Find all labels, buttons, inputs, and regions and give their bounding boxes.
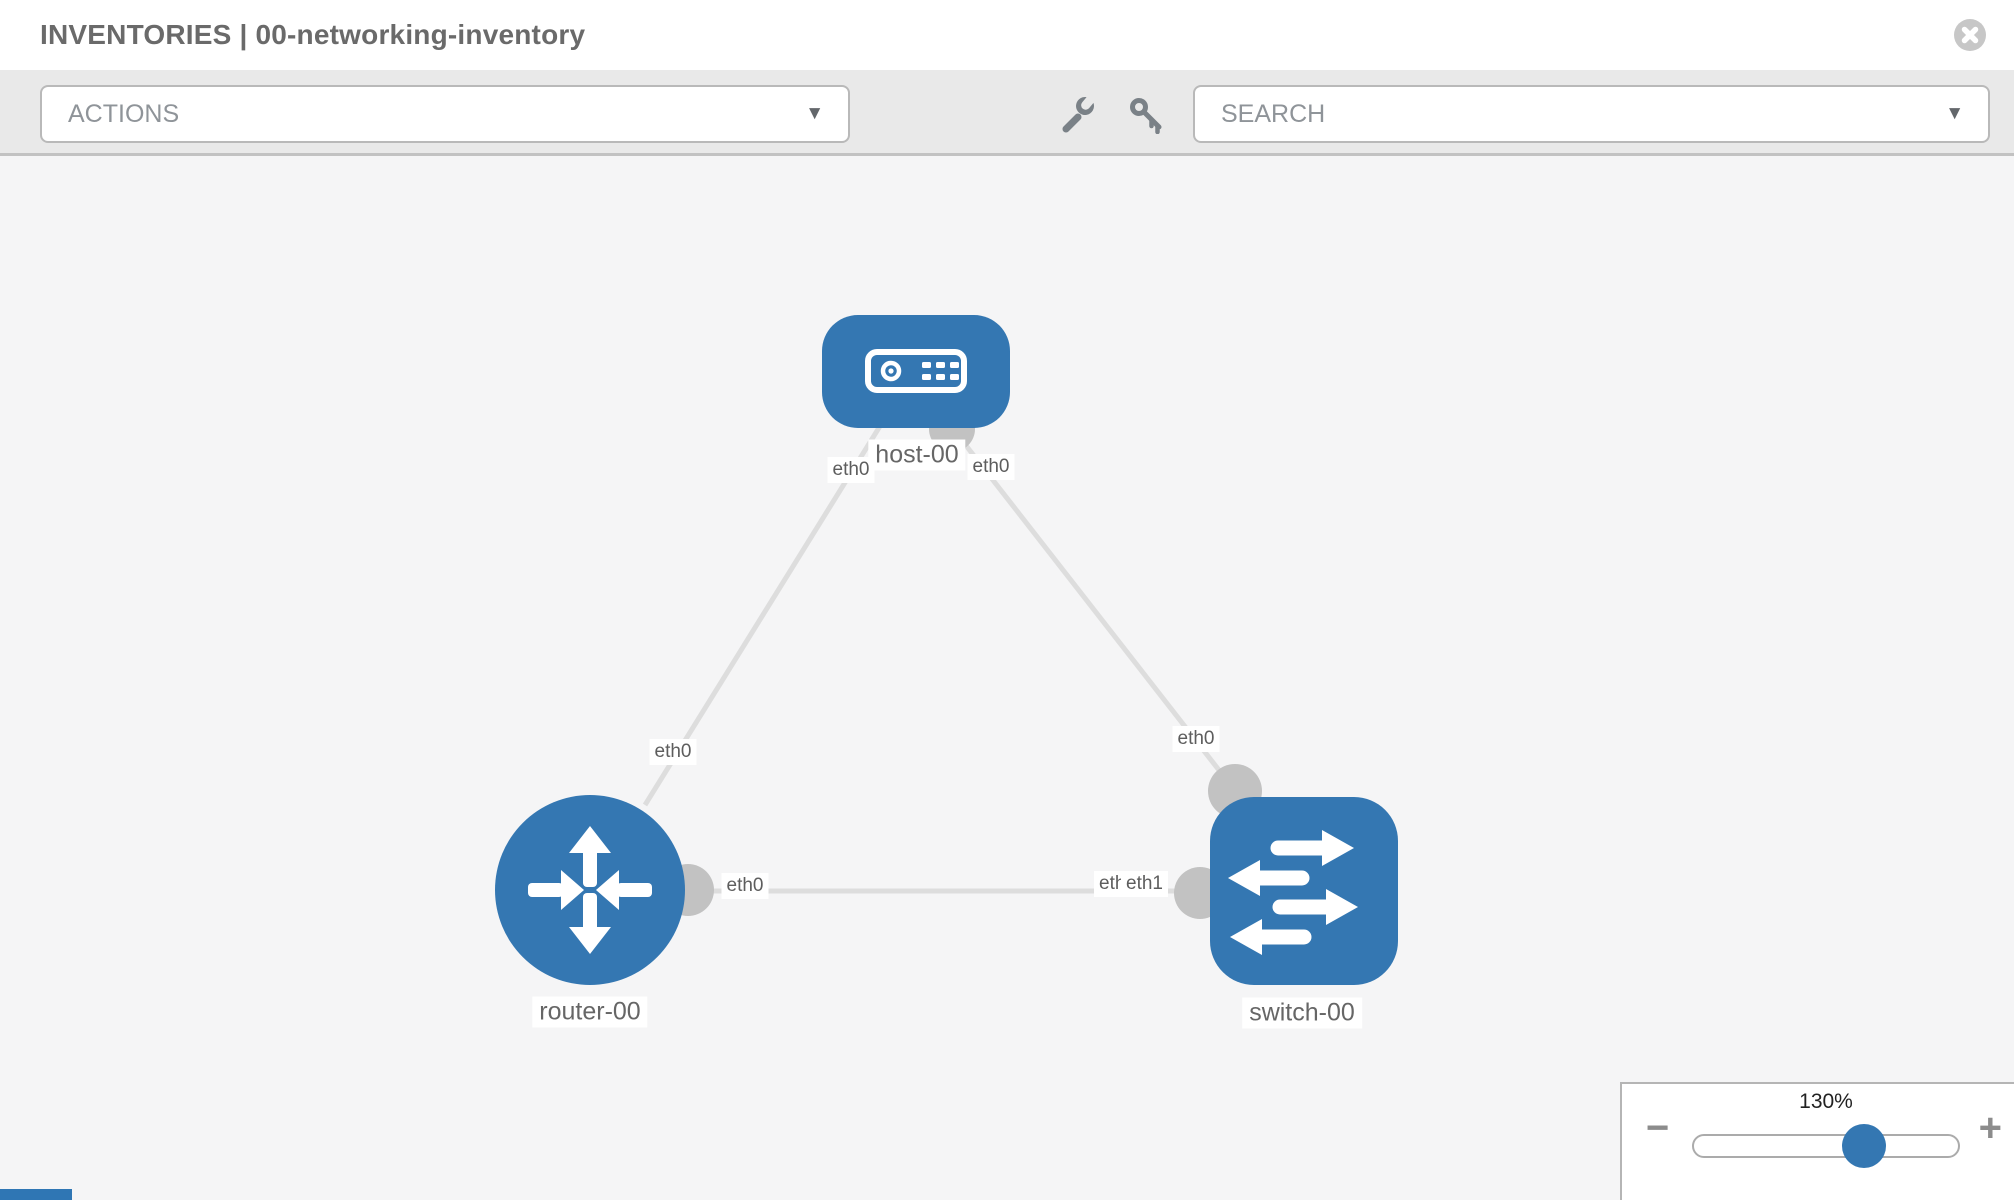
port-label-router-uplink: eth0 <box>649 739 697 765</box>
footer-accent-strip <box>0 1189 72 1200</box>
port-label-host-right: eth0 <box>967 454 1015 480</box>
router-node-label: router-00 <box>532 996 648 1028</box>
topology-canvas[interactable] <box>0 156 2014 1200</box>
key-icon <box>1130 98 1162 135</box>
wrench-icon <box>1062 97 1094 133</box>
node-router[interactable] <box>495 795 685 985</box>
page-title: INVENTORIES | 00-networking-inventory <box>40 19 586 50</box>
switch-node-label: switch-00 <box>1242 997 1362 1029</box>
search-dropdown[interactable]: SEARCH ▼ <box>1193 85 1990 143</box>
close-icon <box>1954 19 1986 51</box>
credentials-button[interactable] <box>1126 94 1166 135</box>
window-header: INVENTORIES | 00-networking-inventory <box>0 0 2014 70</box>
zoom-control-panel: 130% − + <box>1620 1082 2014 1200</box>
search-placeholder: SEARCH <box>1221 100 1326 128</box>
port-label-trunk-router: eth0 <box>721 873 769 899</box>
configure-button[interactable] <box>1058 94 1098 134</box>
zoom-slider-thumb[interactable] <box>1842 1124 1886 1168</box>
actions-dropdown-label: ACTIONS <box>68 100 180 128</box>
actions-dropdown[interactable]: ACTIONS ▼ <box>40 85 850 143</box>
close-button[interactable] <box>1948 13 1992 57</box>
zoom-in-button[interactable]: + <box>1978 1106 2002 1150</box>
switch-icon <box>1228 830 1358 955</box>
chevron-down-icon: ▼ <box>1945 103 1964 124</box>
port-label-switch-uplink: eth0 <box>1172 726 1220 752</box>
zoom-level-value: 130% <box>1799 1090 1853 1113</box>
router-icon <box>528 826 652 954</box>
host-icon <box>865 349 967 393</box>
host-node-label: host-00 <box>868 439 966 471</box>
node-switch[interactable] <box>1210 797 1398 985</box>
port-label-trunk-switch-eth1: eth1 <box>1121 871 1168 897</box>
toolbar: ACTIONS ▼ SEARCH ▼ <box>0 70 2014 156</box>
port-label-host-left: eth0 <box>827 457 875 483</box>
zoom-out-button[interactable]: − <box>1646 1106 1670 1150</box>
chevron-down-icon: ▼ <box>805 103 824 124</box>
zoom-slider-track[interactable] <box>1692 1134 1960 1158</box>
node-host[interactable] <box>822 315 1010 428</box>
